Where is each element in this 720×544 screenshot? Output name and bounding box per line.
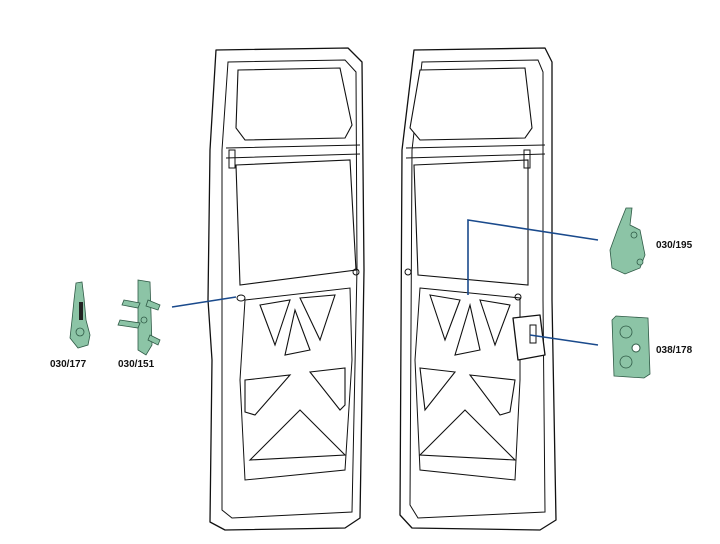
part-label-030-195: 030/195 bbox=[656, 240, 693, 251]
right-door bbox=[399, 47, 557, 531]
leader-030-195 bbox=[467, 219, 599, 295]
left-door bbox=[207, 47, 365, 531]
part-030-151-image bbox=[117, 279, 161, 356]
leader-038-178 bbox=[529, 334, 599, 346]
part-label-030-151: 030/151 bbox=[118, 359, 155, 370]
part-label-038-178: 038/178 bbox=[656, 345, 693, 356]
leader-030-151 bbox=[171, 296, 237, 308]
part-label-030-177: 030/177 bbox=[50, 359, 87, 370]
part-038-178-image bbox=[611, 315, 651, 379]
part-030-177-image bbox=[69, 281, 91, 349]
part-030-195-image bbox=[609, 207, 646, 275]
